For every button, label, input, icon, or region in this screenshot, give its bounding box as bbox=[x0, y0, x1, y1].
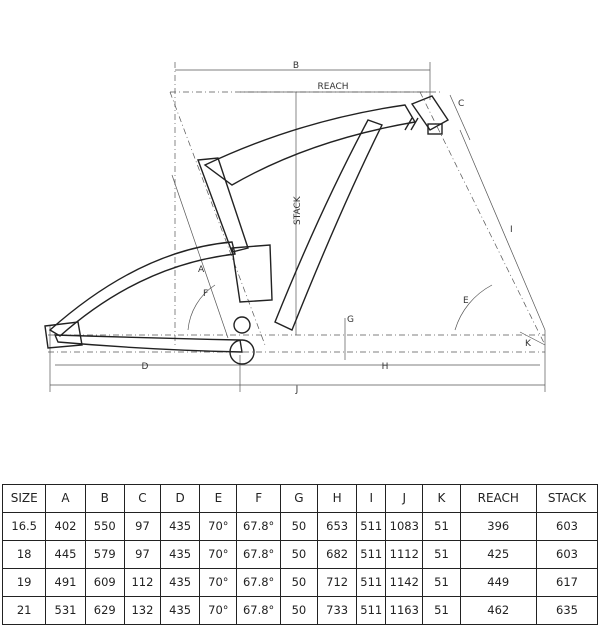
dim-a-line bbox=[171, 174, 229, 339]
header-size: SIZE bbox=[1, 484, 47, 513]
cell-d: 435 bbox=[160, 512, 201, 541]
cell-e: 70° bbox=[199, 540, 238, 569]
table-row: 21 531 629 132 435 70° 67.8° 50 733 511 … bbox=[1, 596, 598, 625]
cell-e: 70° bbox=[199, 568, 238, 597]
label-b: B bbox=[293, 61, 299, 71]
cell-stack: 603 bbox=[536, 540, 598, 569]
header-a: A bbox=[45, 484, 86, 513]
label-c: C bbox=[458, 99, 464, 109]
cell-a: 402 bbox=[45, 512, 86, 541]
cell-reach: 449 bbox=[459, 568, 538, 597]
cell-a: 445 bbox=[45, 540, 86, 569]
cell-reach: 396 bbox=[459, 512, 538, 541]
cell-reach: 425 bbox=[459, 540, 538, 569]
cell-c: 97 bbox=[123, 512, 162, 541]
cell-h: 712 bbox=[317, 568, 358, 597]
cell-size: 21 bbox=[1, 596, 47, 625]
table-row: 16.5 402 550 97 435 70° 67.8° 50 653 511… bbox=[1, 512, 598, 541]
cell-d: 435 bbox=[160, 568, 201, 597]
label-e: E bbox=[463, 296, 469, 306]
label-h: H bbox=[382, 362, 389, 372]
cell-i: 511 bbox=[356, 540, 387, 569]
cell-size: 18 bbox=[1, 540, 47, 569]
cell-e: 70° bbox=[199, 512, 238, 541]
cell-c: 132 bbox=[123, 596, 162, 625]
header-reach: REACH bbox=[459, 484, 538, 513]
cell-j: 1142 bbox=[385, 568, 424, 597]
cell-stack: 635 bbox=[536, 596, 598, 625]
header-c: C bbox=[123, 484, 162, 513]
cell-d: 435 bbox=[160, 540, 201, 569]
cell-k: 51 bbox=[422, 596, 461, 625]
dim-k-line bbox=[519, 331, 546, 346]
cell-g: 50 bbox=[279, 540, 319, 569]
label-j: J bbox=[295, 385, 299, 395]
label-f: F bbox=[203, 289, 208, 299]
cell-c: 97 bbox=[123, 540, 162, 569]
cell-reach: 462 bbox=[459, 596, 538, 625]
header-d: D bbox=[160, 484, 201, 513]
cell-size: 16.5 bbox=[1, 512, 47, 541]
cell-g: 50 bbox=[279, 568, 319, 597]
bike-frame bbox=[44, 95, 450, 365]
table-header-row: SIZE A B C D E F G H I J K REACH STACK bbox=[1, 484, 598, 513]
cell-h: 733 bbox=[317, 596, 358, 625]
cell-a: 531 bbox=[45, 596, 86, 625]
cell-e: 70° bbox=[199, 596, 238, 625]
cell-j: 1163 bbox=[385, 596, 424, 625]
label-stack: STACK bbox=[293, 195, 303, 225]
table-row: 18 445 579 97 435 70° 67.8° 50 682 511 1… bbox=[1, 540, 598, 569]
cell-g: 50 bbox=[279, 596, 319, 625]
cell-g: 50 bbox=[279, 512, 319, 541]
label-i: I bbox=[510, 225, 513, 235]
cell-size: 19 bbox=[1, 568, 47, 597]
header-g: G bbox=[279, 484, 319, 513]
geometry-table: SIZE A B C D E F G H I J K REACH STACK 1… bbox=[1, 484, 598, 625]
cell-a: 491 bbox=[45, 568, 86, 597]
cell-j: 1083 bbox=[385, 512, 424, 541]
cell-f: 67.8° bbox=[236, 596, 281, 625]
cell-k: 51 bbox=[422, 512, 461, 541]
header-h: H bbox=[317, 484, 358, 513]
cell-f: 67.8° bbox=[236, 540, 281, 569]
cell-stack: 617 bbox=[536, 568, 598, 597]
cell-b: 579 bbox=[84, 540, 125, 569]
header-stack: STACK bbox=[536, 484, 598, 513]
label-g: G bbox=[347, 315, 354, 325]
cell-i: 511 bbox=[356, 568, 387, 597]
cell-b: 609 bbox=[84, 568, 125, 597]
cell-c: 112 bbox=[123, 568, 162, 597]
cell-i: 511 bbox=[356, 596, 387, 625]
cell-k: 51 bbox=[422, 568, 461, 597]
header-b: B bbox=[84, 484, 125, 513]
header-e: E bbox=[199, 484, 238, 513]
header-i: I bbox=[356, 484, 387, 513]
dim-i-line bbox=[459, 129, 546, 331]
cell-b: 550 bbox=[84, 512, 125, 541]
header-f: F bbox=[236, 484, 281, 513]
cell-k: 51 bbox=[422, 540, 461, 569]
cell-b: 629 bbox=[84, 596, 125, 625]
cell-h: 682 bbox=[317, 540, 358, 569]
cell-h: 653 bbox=[317, 512, 358, 541]
cell-f: 67.8° bbox=[236, 512, 281, 541]
cell-j: 1112 bbox=[385, 540, 424, 569]
cell-f: 67.8° bbox=[236, 568, 281, 597]
label-d: D bbox=[142, 362, 149, 372]
dim-e-arc bbox=[454, 284, 493, 331]
dim-f-arc bbox=[187, 284, 216, 331]
label-a: A bbox=[198, 265, 205, 275]
label-k: K bbox=[525, 339, 532, 349]
label-reach: REACH bbox=[318, 82, 349, 92]
cell-i: 511 bbox=[356, 512, 387, 541]
cell-stack: 603 bbox=[536, 512, 598, 541]
table-row: 19 491 609 112 435 70° 67.8° 50 712 511 … bbox=[1, 568, 598, 597]
header-k: K bbox=[422, 484, 461, 513]
dim-c-line bbox=[449, 94, 471, 141]
frame-geometry-diagram: B REACH C STACK A I E F G K D H J bbox=[44, 61, 546, 395]
header-j: J bbox=[385, 484, 424, 513]
cell-d: 435 bbox=[160, 596, 201, 625]
